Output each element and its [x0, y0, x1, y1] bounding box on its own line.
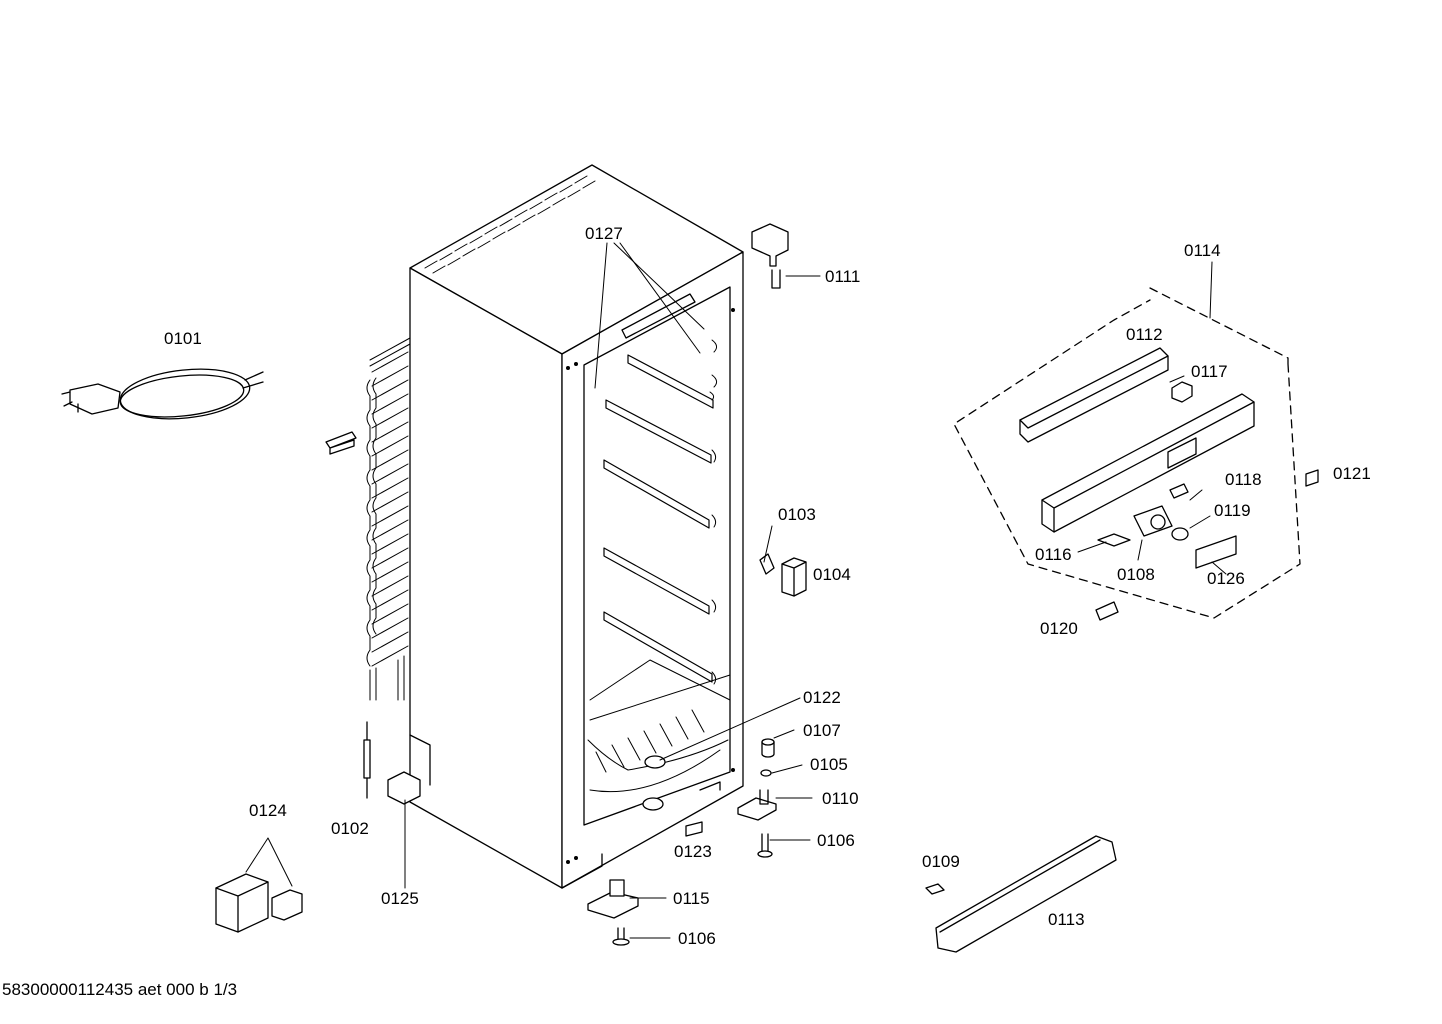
label-0122: 0122 — [803, 688, 841, 707]
label-0115: 0115 — [673, 889, 710, 908]
label-0108: 0108 — [1117, 565, 1155, 584]
label-0106-bottom: 0106 — [678, 929, 716, 948]
label-0105: 0105 — [810, 755, 848, 774]
label-0121: 0121 — [1333, 464, 1371, 483]
sensor-tube — [363, 721, 371, 799]
label-0123: 0123 — [674, 842, 712, 861]
label-0104: 0104 — [813, 565, 851, 584]
cabinet-body — [409, 164, 744, 889]
leader-lines — [245, 242, 1227, 939]
label-0113: 0113 — [1048, 910, 1085, 929]
base-bracket — [387, 771, 421, 805]
control-panel-group — [953, 287, 1319, 621]
label-0102: 0102 — [331, 819, 369, 838]
label-0127: 0127 — [585, 224, 623, 243]
label-0117: 0117 — [1191, 362, 1228, 381]
label-0119: 0119 — [1214, 501, 1251, 520]
top-hinge — [751, 223, 789, 289]
power-cord — [61, 368, 264, 420]
label-0109: 0109 — [922, 852, 960, 871]
label-0114: 0114 — [1184, 241, 1221, 260]
condenser-clip — [325, 431, 357, 455]
condenser-grid — [366, 337, 411, 701]
label-0120: 0120 — [1040, 619, 1078, 638]
label-0126: 0126 — [1207, 569, 1245, 588]
label-0112: 0112 — [1126, 325, 1163, 344]
label-0103: 0103 — [778, 505, 816, 524]
door-handle — [925, 835, 1117, 953]
bottom-hinge — [587, 879, 639, 946]
lower-hinge-parts — [685, 738, 777, 858]
label-0106-right: 0106 — [817, 831, 855, 850]
label-0101: 0101 — [164, 329, 202, 348]
document-reference: 58300000112435 aet 000 b 1/3 — [2, 980, 238, 999]
label-0111: 0111 — [825, 267, 860, 286]
door-switch-parts — [759, 553, 807, 597]
label-0124: 0124 — [249, 801, 287, 820]
label-0107: 0107 — [803, 721, 841, 740]
label-0125: 0125 — [381, 889, 419, 908]
label-0110: 0110 — [822, 789, 859, 808]
relay-components — [215, 873, 303, 933]
label-0118: 0118 — [1225, 470, 1262, 489]
label-0116: 0116 — [1035, 545, 1072, 564]
